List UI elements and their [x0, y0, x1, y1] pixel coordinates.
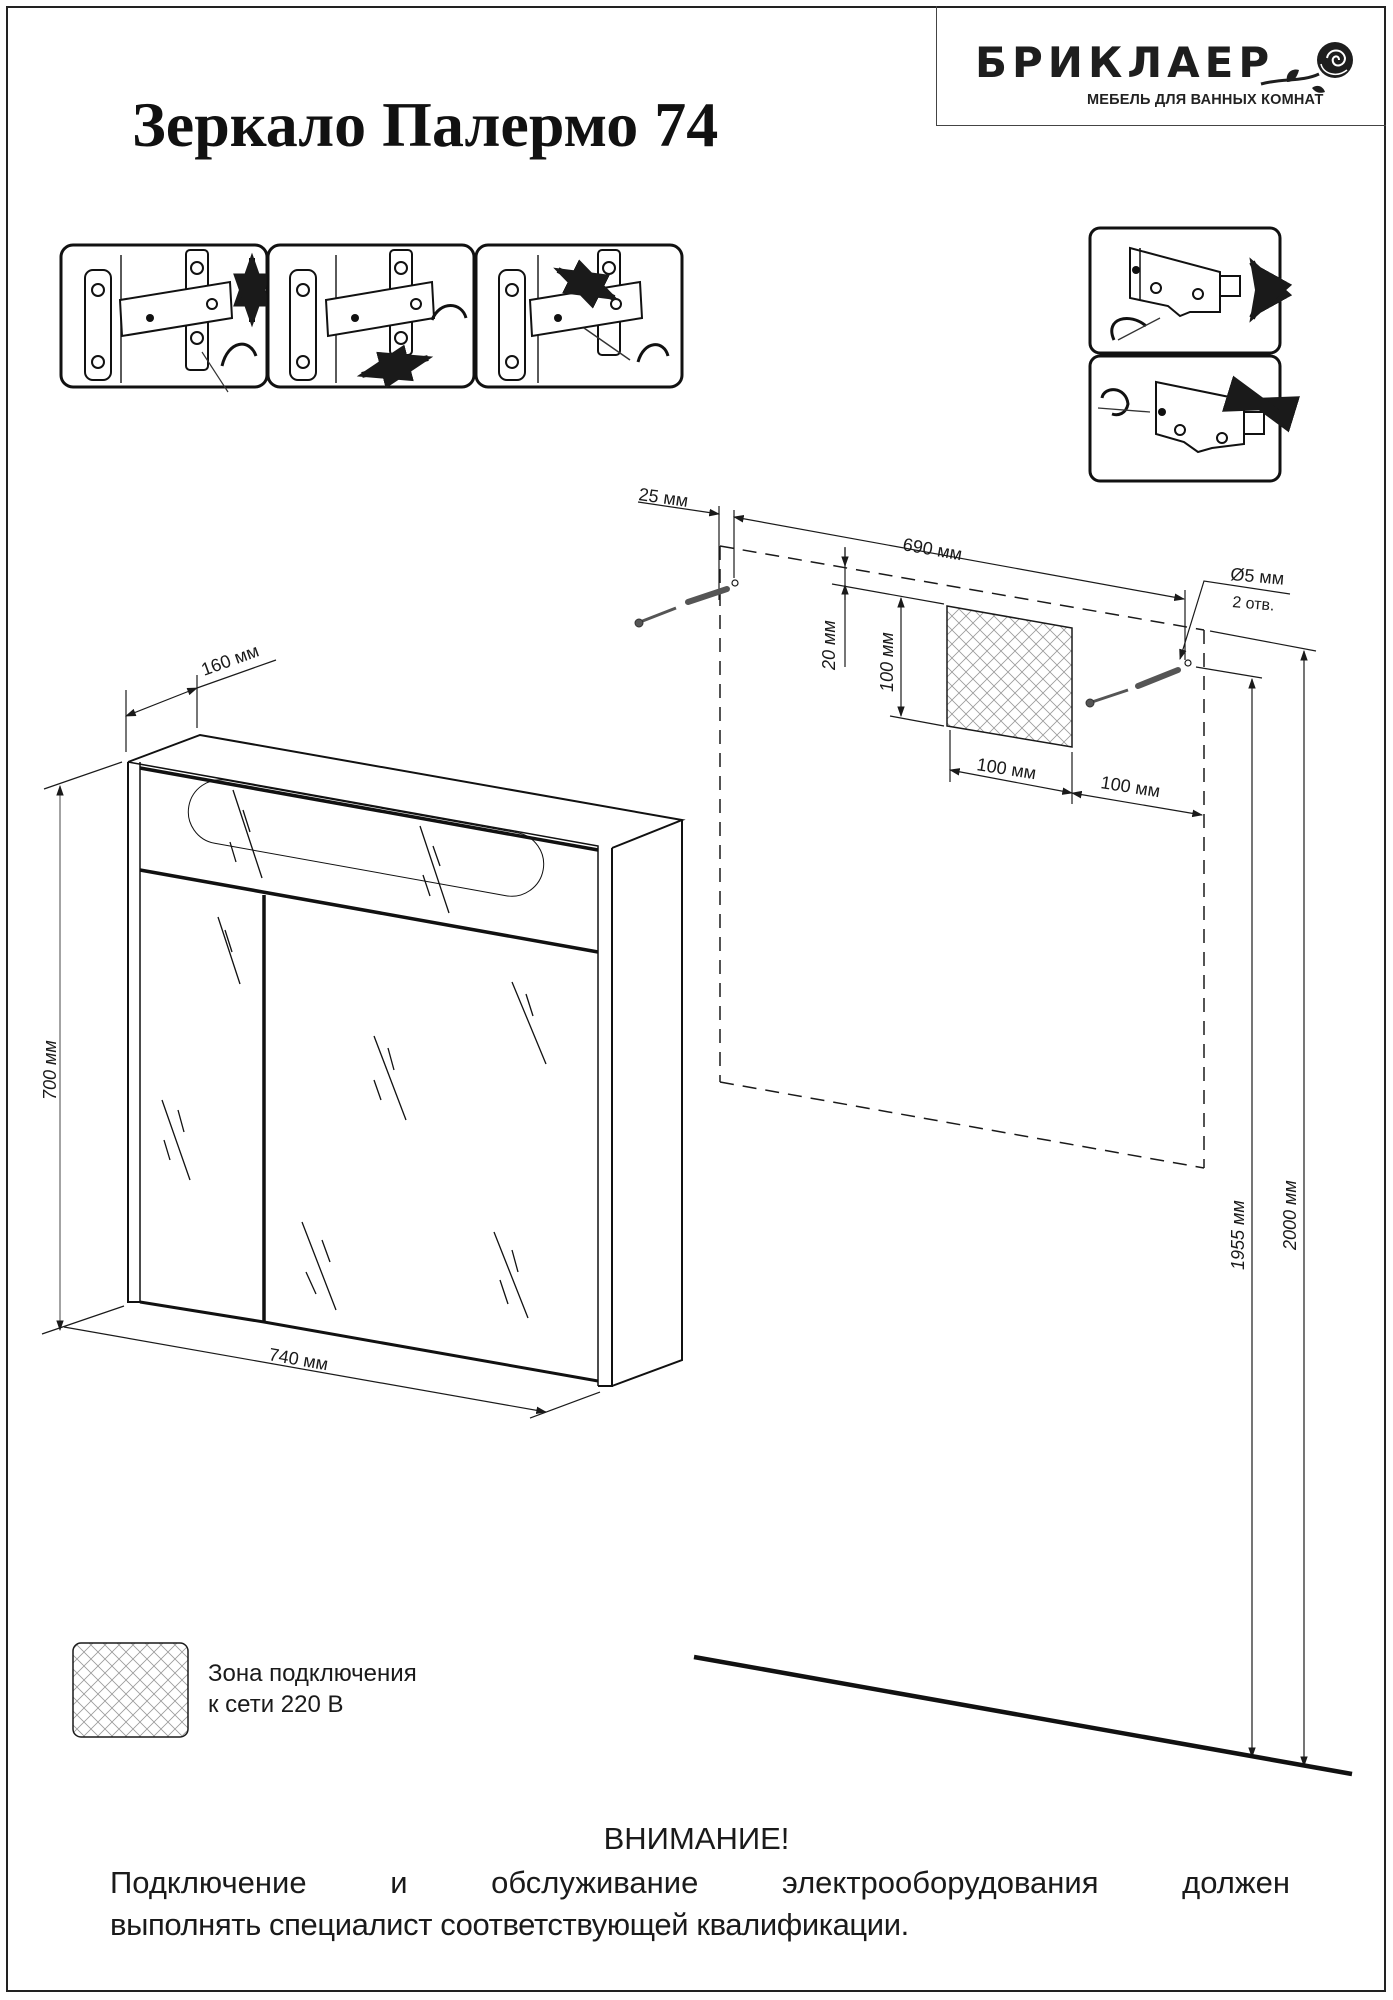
dim-depth-label: 160 мм — [199, 641, 262, 680]
mirror-cabinet-drawing — [127, 733, 686, 1387]
wall-mount-layout — [634, 501, 1353, 1777]
dim-top-height-label: 2000 мм — [1280, 1180, 1300, 1251]
brand-logo: БРИКЛАЕР МЕБЕЛЬ ДЛЯ ВАННЫХ КОМНАТ — [936, 6, 1386, 126]
warning-title: ВНИМАНИЕ! — [603, 1821, 790, 1856]
dim-hole-height-label: 1955 мм — [1228, 1200, 1248, 1270]
legend-line-2: к сети 220 В — [208, 1691, 344, 1718]
legend-line-1: Зона подключения — [208, 1660, 417, 1687]
dim-hole-count-label: 2 отв. — [1232, 594, 1275, 615]
legend-label: Зона подключения к сети 220 В — [208, 1658, 417, 1720]
floor-line — [693, 1654, 1353, 1777]
mount-hole-left — [731, 579, 739, 587]
page-title: Зеркало Палермо 74 — [132, 89, 719, 160]
crosshatch-zone-icon — [72, 1642, 189, 1738]
dim-zone-side-offset-label: 100 мм — [1099, 772, 1161, 801]
brand-name: БРИКЛАЕР — [975, 38, 1275, 87]
page-frame — [6, 6, 1386, 1992]
hinge-depth-adjust-icon — [474, 243, 684, 389]
hinge-lateral-adjust-icon — [266, 243, 476, 389]
dim-edge-offset-label: 25 мм — [637, 484, 689, 511]
dim-zone-top-offset-label: 20 мм — [819, 620, 839, 671]
hinge-height-adjust-icon — [59, 243, 271, 393]
hanger-depth-adjust-icon — [1088, 354, 1301, 483]
dim-hole-spacing-label: 690 мм — [901, 534, 963, 564]
warning-line-2: выполнять специалист соответствующей ква… — [110, 1907, 909, 1942]
hanger-vertical-adjust-icon — [1088, 226, 1293, 355]
dim-height-label: 700 мм — [40, 1040, 60, 1100]
rose-icon — [1260, 42, 1353, 93]
hanger-adjust-panels — [1088, 226, 1301, 483]
connection-zone — [946, 605, 1073, 748]
cabinet-dimensions — [41, 659, 601, 1419]
brand-tagline: МЕБЕЛЬ ДЛЯ ВАННЫХ КОМНАТ — [1087, 92, 1324, 108]
screw-anchor-left — [634, 586, 730, 628]
dim-width-label: 740 мм — [267, 1344, 329, 1374]
warning-text: Подключение и обслуживание электрооборуд… — [110, 1862, 1290, 1946]
hinge-adjust-panels — [59, 243, 684, 393]
mount-hole-right — [1184, 659, 1192, 667]
dim-zone-height-label: 100 мм — [877, 632, 897, 692]
screw-anchor-right — [1085, 667, 1181, 708]
warning-line-1: Подключение и обслуживание электрооборуд… — [110, 1865, 1290, 1900]
dim-hole-diameter-label: Ø5 мм — [1230, 564, 1285, 589]
dim-zone-width-label: 100 мм — [975, 754, 1037, 783]
